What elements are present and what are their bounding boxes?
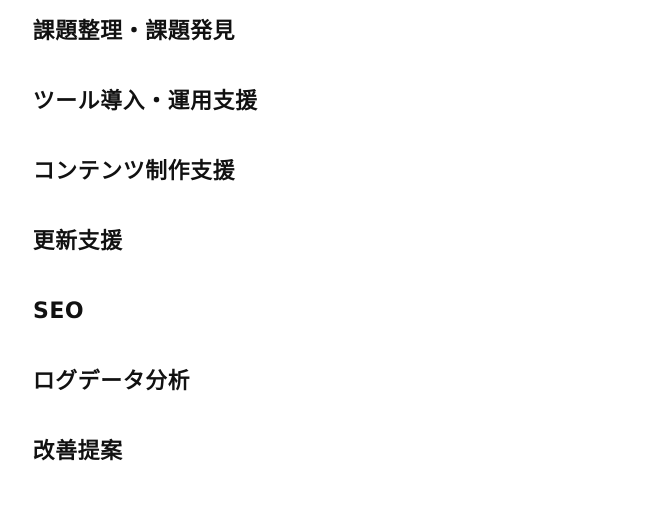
service-item-content-production[interactable]: コンテンツ制作支援 [33, 159, 236, 184]
service-item-log-analysis[interactable]: ログデータ分析 [33, 369, 191, 394]
service-item-tool-implementation[interactable]: ツール導入・運用支援 [33, 89, 259, 114]
service-item-update-support[interactable]: 更新支援 [33, 229, 124, 254]
service-list: 課題整理・課題発見 ツール導入・運用支援 コンテンツ制作支援 更新支援 SEO … [33, 15, 258, 505]
service-item-issue-discovery[interactable]: 課題整理・課題発見 [33, 19, 236, 44]
service-item-improvement-proposal[interactable]: 改善提案 [33, 439, 124, 464]
service-item-seo[interactable]: SEO [33, 299, 85, 324]
